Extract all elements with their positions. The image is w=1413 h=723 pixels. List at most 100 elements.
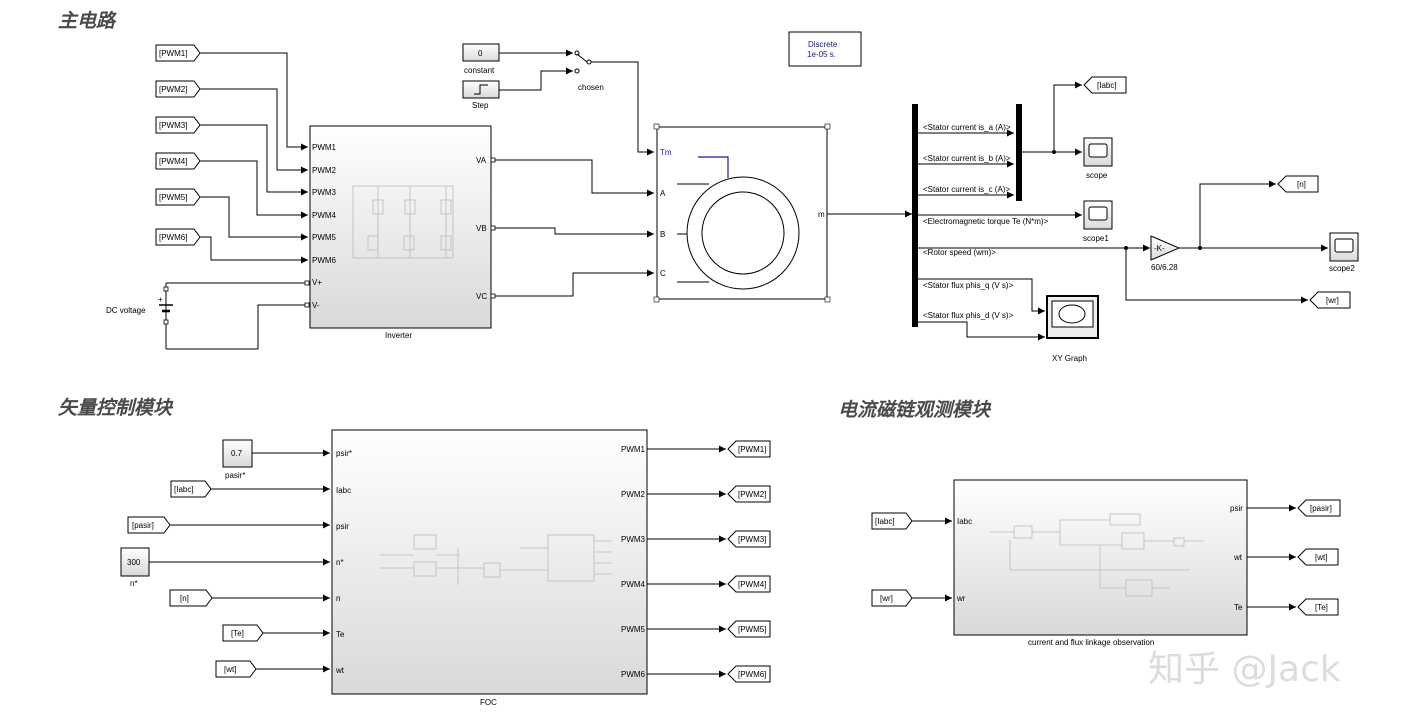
from-iabc-observer[interactable]: [Iabc] <box>871 512 913 530</box>
from-pasir-foc[interactable]: [pasir] <box>127 516 171 534</box>
observer-port-psir: psir <box>1230 504 1243 513</box>
from-pwm1[interactable]: [PWM1] <box>155 44 201 62</box>
svg-text:+: + <box>158 295 163 304</box>
step-block[interactable] <box>462 80 500 99</box>
from-pwm4[interactable]: [PWM4] <box>155 152 201 170</box>
goto-pwm4[interactable]: [PWM4] <box>727 575 771 593</box>
inverter-block[interactable]: PWM1 PWM2 PWM3 PWM4 PWM5 PWM6 V+ V- VA V… <box>304 125 496 329</box>
gain-label: 60/6.28 <box>1151 263 1178 272</box>
foc-port-te: Te <box>336 630 345 639</box>
inverter-port-vplus: V+ <box>312 278 322 287</box>
goto-wt[interactable]: [wt] <box>1297 548 1339 566</box>
solver-line1: Discrete <box>808 40 838 49</box>
section-title-main: 主电路 <box>58 10 117 32</box>
goto-pasir-label: [pasir] <box>1310 504 1332 513</box>
from-wr-observer-label: [wr] <box>880 594 893 603</box>
foc-port-psir: psir <box>336 522 349 531</box>
goto-n-label: [n] <box>1297 180 1306 189</box>
goto-pwm1[interactable]: [PWM1] <box>727 440 771 458</box>
foc-block[interactable]: psir* Iabc psir n* n Te wt PWM1 PWM2 PWM… <box>331 429 648 695</box>
from-pwm3-label: [PWM3] <box>159 121 187 130</box>
from-pwm5[interactable]: [PWM5] <box>155 188 201 206</box>
wire-pwm1 <box>200 52 308 151</box>
goto-iabc-label: [Iabc] <box>1097 81 1117 90</box>
goto-te[interactable]: [Te] <box>1297 598 1339 616</box>
foc-port-psir-star: psir* <box>336 449 352 458</box>
observer-block[interactable]: Iabc wr psir wt Te <box>953 479 1248 636</box>
constant-psir-block[interactable]: 0.7 <box>222 439 253 468</box>
foc-port-pwm4: PWM4 <box>621 580 646 589</box>
bus-signal-phisq: <Stator flux phis_q (V s)> <box>923 281 1014 290</box>
from-iabc-observer-label: [Iabc] <box>875 517 895 526</box>
wire-dc-minus <box>166 304 305 350</box>
goto-pasir[interactable]: [pasir] <box>1297 499 1341 517</box>
goto-pwm5[interactable]: [PWM5] <box>727 620 771 638</box>
from-wt-foc[interactable]: [wt] <box>215 660 257 678</box>
wire-phisq <box>918 278 1045 315</box>
bus-selector[interactable] <box>912 104 918 327</box>
goto-pwm6[interactable]: [PWM6] <box>727 665 771 683</box>
observer-name: current and flux linkage observation <box>1028 638 1154 647</box>
from-pwm2[interactable]: [PWM2] <box>155 80 201 98</box>
bus-signal-isa: <Stator current is_a (A)> <box>923 123 1011 132</box>
scope-block[interactable] <box>1083 137 1113 167</box>
powergui-solver-block[interactable]: Discrete 1e-05 s. <box>788 31 862 67</box>
constant-n-value: 300 <box>127 558 141 567</box>
goto-n[interactable]: [n] <box>1277 175 1319 193</box>
goto-pwm3-label: [PWM3] <box>738 535 766 544</box>
from-iabc-foc-label: [Iabc] <box>174 485 194 494</box>
goto-wt-label: [wt] <box>1315 553 1327 562</box>
switch-name: chosen <box>578 83 604 92</box>
constant-psir-value: 0.7 <box>231 449 243 458</box>
motor-port-b: B <box>660 230 665 239</box>
scope2-block[interactable] <box>1329 232 1359 262</box>
motor-port-c: C <box>660 269 666 278</box>
from-wr-observer[interactable]: [wr] <box>871 589 913 607</box>
inverter-port-pwm2: PWM2 <box>312 166 337 175</box>
from-n-foc[interactable]: [n] <box>169 589 213 607</box>
scope2-name: scope2 <box>1329 264 1355 273</box>
xy-graph-block[interactable] <box>1046 295 1099 339</box>
from-te-foc-label: [Te] <box>231 629 244 638</box>
from-te-foc[interactable]: [Te] <box>222 624 264 642</box>
from-pwm6[interactable]: [PWM6] <box>155 228 201 246</box>
goto-wr[interactable]: [wr] <box>1309 291 1351 309</box>
bus-signal-wm: <Rotor speed (wm)> <box>923 248 996 257</box>
scope1-block[interactable] <box>1083 200 1113 230</box>
mux-block[interactable] <box>1016 104 1022 201</box>
goto-iabc[interactable]: [Iabc] <box>1083 76 1127 94</box>
inverter-port-pwm6: PWM6 <box>312 256 337 265</box>
wire-pwm5 <box>200 196 308 241</box>
observer-port-iabc: Iabc <box>957 517 972 526</box>
goto-pwm1-label: [PWM1] <box>738 445 766 454</box>
wire-gain-n <box>1199 180 1276 248</box>
inverter-schematic-icon <box>352 185 454 259</box>
bus-signal-isb: <Stator current is_b (A)> <box>923 154 1011 163</box>
goto-pwm2[interactable]: [PWM2] <box>727 485 771 503</box>
induction-motor-block[interactable]: Tm A B C m <box>653 123 831 303</box>
gain-block[interactable]: -K- <box>1150 235 1181 261</box>
bus-signal-labels: <Stator current is_a (A)> <Stator curren… <box>923 123 1049 320</box>
constant-n-block[interactable]: 300 <box>120 547 150 577</box>
foc-port-n: n <box>336 594 340 603</box>
wire-switch-tm <box>591 61 654 156</box>
scope1-name: scope1 <box>1083 234 1109 243</box>
from-iabc-foc[interactable]: [Iabc] <box>170 480 212 498</box>
constant-block[interactable]: 0 <box>462 43 500 62</box>
foc-port-pwm6: PWM6 <box>621 670 646 679</box>
dc-voltage-source[interactable]: + <box>158 283 173 349</box>
wire-mux-iabc <box>1053 81 1082 152</box>
manual-switch[interactable] <box>574 50 592 74</box>
wire-pwm2 <box>200 88 308 174</box>
foc-port-wt: wt <box>335 666 345 675</box>
from-pwm3[interactable]: [PWM3] <box>155 116 201 134</box>
wire-pwm4 <box>200 160 308 219</box>
constant-n-name: n* <box>130 579 138 588</box>
foc-port-pwm3: PWM3 <box>621 535 646 544</box>
constant-value: 0 <box>478 49 483 58</box>
inverter-port-vminus: V- <box>312 301 320 310</box>
dc-voltage-label: DC voltage <box>106 306 146 315</box>
foc-port-n-star: n* <box>336 558 344 567</box>
from-wt-foc-label: [wt] <box>224 665 236 674</box>
goto-pwm3[interactable]: [PWM3] <box>727 530 771 548</box>
